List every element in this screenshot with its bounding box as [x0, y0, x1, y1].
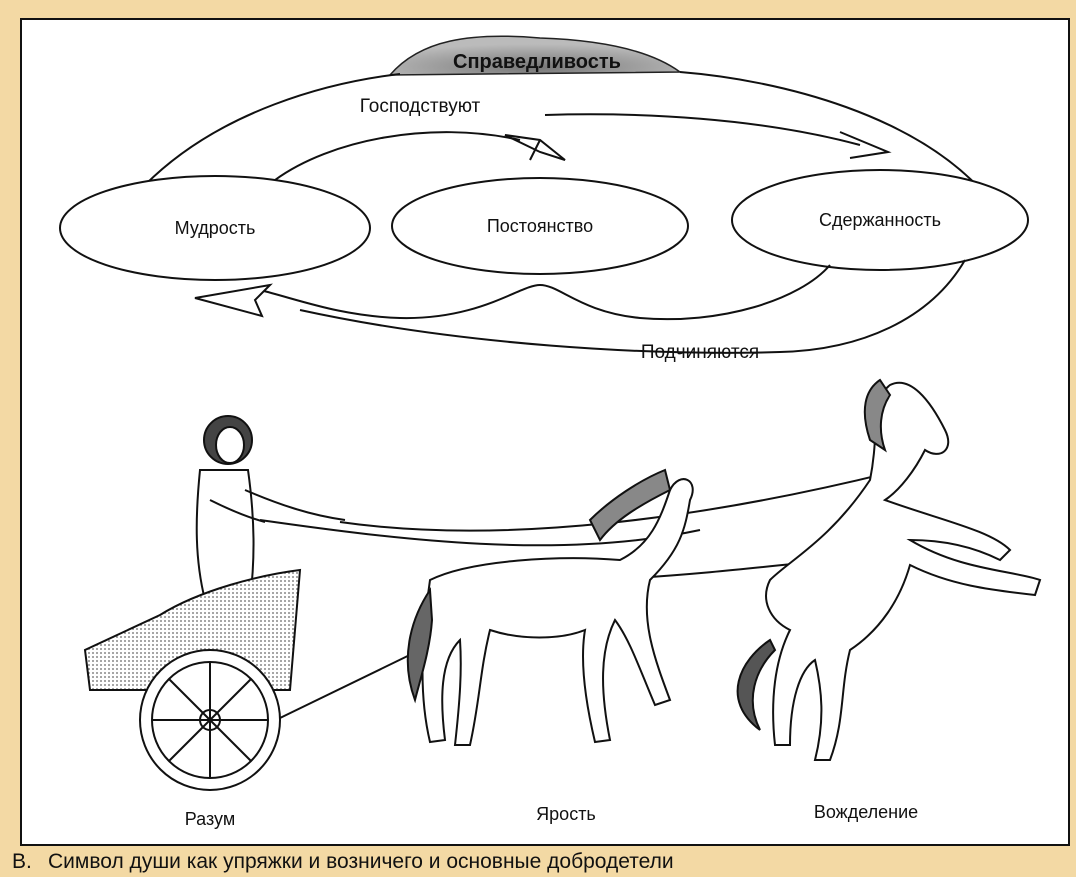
dominate-arrow-to-right — [544, 113, 861, 146]
obey-outer-arc — [299, 259, 966, 354]
dominate-outer-arc — [144, 71, 991, 201]
figure-caption: B. Символ души как упряжки и возничего и … — [12, 850, 674, 874]
soul-part-spirit: Ярость — [536, 804, 596, 824]
virtue-temperance: Сдержанность — [731, 169, 1029, 271]
justice-label: Справедливость — [453, 51, 621, 73]
caption-letter: B. — [12, 850, 32, 873]
dominate-label: Господствуют — [360, 96, 481, 117]
dominate-arrowhead-center — [504, 134, 566, 161]
horse-appetitive — [736, 378, 1042, 761]
soul-part-appetite: Вожделение — [814, 802, 918, 822]
svg-text:Мудрость: Мудрость — [175, 218, 256, 238]
soul-part-reason: Разум — [185, 809, 235, 829]
dominate-arrow-to-center — [274, 131, 521, 181]
virtue-constancy: Постоянство — [391, 177, 689, 275]
svg-text:Постоянство: Постоянство — [487, 216, 593, 236]
obey-inner-arc — [259, 264, 831, 321]
dominate-arrowhead-right — [839, 131, 892, 159]
justice-hill-shape — [388, 35, 683, 76]
obey-arrowhead-left — [194, 283, 273, 318]
horse-spirited — [406, 468, 694, 746]
charioteer-figure — [195, 415, 346, 601]
obey-label: Подчиняются — [641, 342, 759, 363]
caption-text: Символ души как упряжки и возничего и ос… — [48, 850, 674, 873]
svg-text:Сдержанность: Сдержанность — [819, 210, 941, 230]
chariot — [83, 568, 421, 791]
virtue-wisdom: Мудрость — [59, 175, 371, 281]
